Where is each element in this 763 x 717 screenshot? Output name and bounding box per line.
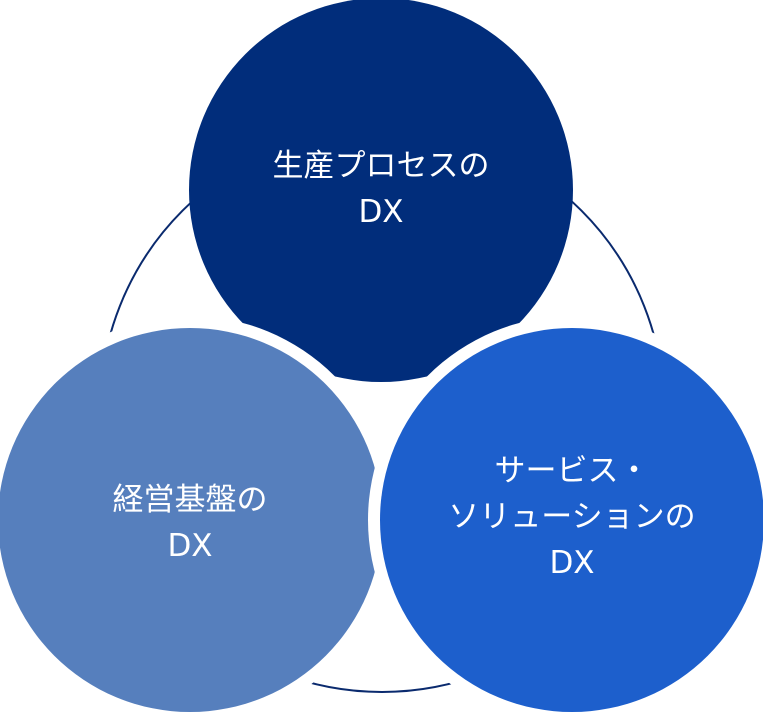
label-management-line-1: 経営基盤の (112, 482, 268, 518)
label-service-line-3: DX (549, 545, 595, 581)
label-service-line-2: ソリューションの (448, 499, 696, 535)
label-production-line-2: DX (358, 194, 404, 230)
label-management-dx: 経営基盤の DX (40, 477, 340, 569)
label-management-line-2: DX (167, 528, 213, 564)
label-production-line-1: 生産プロセスの (272, 148, 490, 184)
circle-management-dx (0, 328, 382, 712)
label-service-dx: サービス・ ソリューションの DX (412, 448, 732, 586)
label-service-line-1: サービス・ (494, 453, 650, 489)
circle-production-dx (189, 0, 573, 382)
circle-service-dx (380, 328, 763, 712)
label-production-dx: 生産プロセスの DX (231, 143, 531, 235)
